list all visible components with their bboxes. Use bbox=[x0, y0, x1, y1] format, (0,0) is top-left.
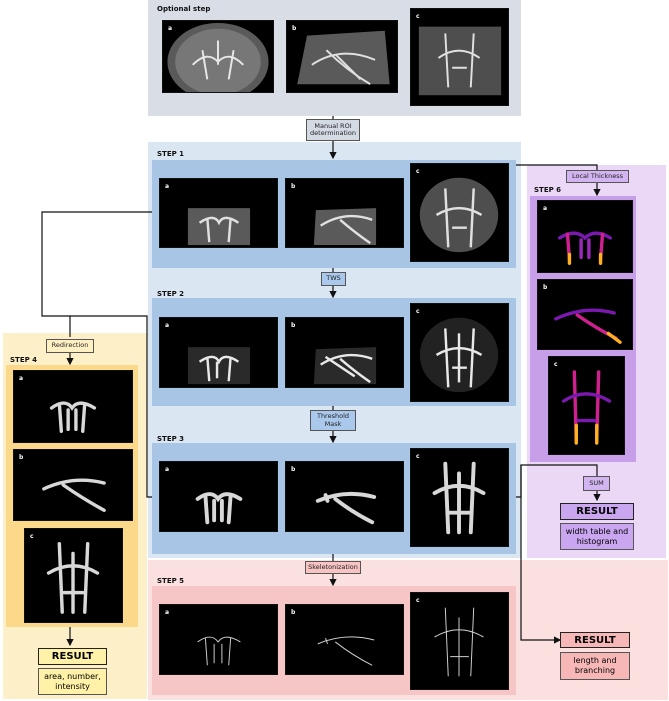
optional-panel-a: a bbox=[162, 20, 274, 93]
step4-c-label: c bbox=[30, 533, 34, 540]
step2-title: STEP 2 bbox=[157, 290, 185, 298]
step5-b-label: b bbox=[291, 609, 296, 616]
step6-result-text: width table and histogram bbox=[560, 523, 634, 550]
step4-title: STEP 4 bbox=[10, 356, 38, 364]
optional-a-label: a bbox=[168, 25, 173, 32]
op-sum: SUM bbox=[583, 476, 610, 491]
op-redirection: Redirection bbox=[46, 339, 94, 353]
step6-a-image bbox=[558, 231, 612, 265]
step3-title: STEP 3 bbox=[157, 435, 185, 443]
op-local-thickness: Local Thickness bbox=[566, 170, 629, 183]
step5-panel-a: a bbox=[159, 604, 278, 675]
optional-panel-c: c bbox=[410, 8, 509, 106]
step3-panel-a: a bbox=[159, 461, 278, 532]
optional-panel-b: b bbox=[286, 20, 398, 93]
optional-a-image bbox=[167, 22, 269, 92]
step2-b-image bbox=[313, 347, 377, 385]
step6-panel-a: a bbox=[537, 200, 633, 273]
step5-result-title: RESULT bbox=[560, 632, 630, 648]
step1-a-label: a bbox=[165, 183, 170, 190]
step5-a-label: a bbox=[165, 609, 170, 616]
step4-result-text: area, number, intensity bbox=[38, 668, 107, 695]
step5-a-image bbox=[197, 636, 241, 666]
step5-panel-c: c bbox=[410, 592, 509, 690]
step2-panel-a: a bbox=[159, 317, 278, 388]
step1-b-image bbox=[313, 208, 377, 246]
optional-c-label: c bbox=[416, 13, 420, 20]
step5-panel-b: b bbox=[285, 604, 404, 675]
step4-b-label: b bbox=[19, 454, 24, 461]
step1-panel-a: a bbox=[159, 178, 278, 248]
op-skeletonization: Skeletonization bbox=[305, 561, 361, 574]
step6-b-image bbox=[554, 308, 622, 344]
step3-a-label: a bbox=[165, 466, 170, 473]
step6-result-title: RESULT bbox=[560, 503, 634, 520]
optional-c-image bbox=[418, 26, 502, 96]
step4-panel-a: a bbox=[13, 370, 133, 443]
step1-a-image bbox=[187, 208, 251, 246]
step2-c-label: c bbox=[416, 308, 420, 315]
step6-a-label: a bbox=[543, 205, 548, 212]
step1-panel-c: c bbox=[410, 163, 509, 262]
step6-c-image bbox=[561, 370, 612, 445]
step3-b-label: b bbox=[291, 466, 296, 473]
step2-c-image bbox=[419, 317, 499, 393]
step6-b-label: b bbox=[543, 284, 548, 291]
step4-a-image bbox=[49, 401, 97, 434]
step4-b-image bbox=[42, 478, 106, 512]
step2-a-label: a bbox=[165, 322, 170, 329]
op-threshold-mask: Threshold Mask bbox=[310, 410, 356, 431]
op-tws: TWS bbox=[321, 272, 346, 286]
step2-panel-b: b bbox=[285, 317, 404, 388]
step6-c-label: c bbox=[554, 361, 558, 368]
step1-c-label: c bbox=[416, 168, 420, 175]
step5-c-label: c bbox=[416, 597, 420, 604]
step4-c-image bbox=[46, 541, 100, 614]
step3-c-image bbox=[432, 461, 486, 535]
step1-c-image bbox=[419, 177, 499, 253]
step5-title: STEP 5 bbox=[157, 577, 185, 585]
step5-b-image bbox=[317, 636, 375, 666]
step5-result-text: length and branching bbox=[560, 652, 630, 680]
step2-b-label: b bbox=[291, 322, 296, 329]
step5-c-image bbox=[434, 607, 484, 677]
step6-panel-b: b bbox=[537, 279, 633, 350]
step3-panel-c: c bbox=[410, 448, 509, 547]
step4-panel-b: b bbox=[13, 449, 133, 521]
step1-panel-b: b bbox=[285, 178, 404, 248]
step4-panel-c: c bbox=[24, 528, 123, 623]
step6-panel-c: c bbox=[548, 356, 625, 455]
optional-b-label: b bbox=[292, 25, 297, 32]
step1-title: STEP 1 bbox=[157, 150, 185, 158]
step2-a-image bbox=[187, 347, 251, 385]
step6-title: STEP 6 bbox=[534, 186, 562, 194]
optional-step-title: Optional step bbox=[157, 5, 211, 13]
step3-c-label: c bbox=[416, 453, 420, 460]
step1-b-label: b bbox=[291, 183, 296, 190]
op-manual-roi: Manual ROI determination bbox=[306, 119, 360, 141]
step4-result-title: RESULT bbox=[38, 648, 107, 665]
step4-a-label: a bbox=[19, 375, 24, 382]
step3-panel-b: b bbox=[285, 461, 404, 532]
step3-a-image bbox=[195, 492, 243, 525]
optional-b-image bbox=[297, 30, 390, 86]
step3-b-image bbox=[315, 491, 377, 525]
step2-panel-c: c bbox=[410, 303, 509, 402]
